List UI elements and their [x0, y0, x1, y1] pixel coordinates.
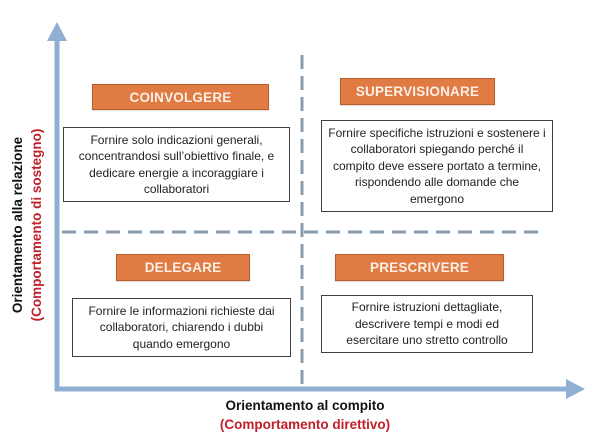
quadrant-description-prescrivere: Fornire istruzioni dettagliate, descrive… — [321, 295, 533, 353]
y-axis-title: Orientamento alla relazione (Comportamen… — [8, 95, 48, 355]
x-axis-title: Orientamento al compito (Comportamento d… — [205, 396, 405, 434]
quadrant-description-delegare: Fornire le informazioni richieste dai co… — [72, 298, 291, 357]
quadrant-label-prescrivere: PRESCRIVERE — [335, 254, 504, 281]
quadrant-description-text: Fornire specifiche istruzioni e sostener… — [328, 125, 546, 206]
y-axis-title-main: Orientamento alla relazione — [10, 136, 25, 314]
quadrant-description-supervisionare: Fornire specifiche istruzioni e sostener… — [321, 120, 553, 212]
x-axis-arrow-icon — [566, 379, 585, 399]
quadrant-label-delegare: DELEGARE — [116, 254, 250, 281]
quadrant-label-supervisionare: SUPERVISIONARE — [340, 78, 495, 105]
y-axis-title-sub: (Comportamento di sostegno) — [29, 128, 44, 322]
x-axis-title-sub: (Comportamento direttivo) — [219, 417, 391, 432]
quadrant-label-coinvolgere: COINVOLGERE — [92, 84, 269, 110]
x-axis-title-main: Orientamento al compito — [225, 398, 385, 413]
quadrant-description-text: Fornire istruzioni dettagliate, descrive… — [346, 300, 508, 348]
y-axis-arrow-icon — [47, 22, 67, 41]
quadrant-description-text: Fornire le informazioni richieste dai co… — [88, 303, 275, 351]
quadrant-description-text: Fornire solo indicazioni generali, conce… — [78, 132, 275, 197]
quadrant-description-coinvolgere: Fornire solo indicazioni generali, conce… — [63, 127, 290, 202]
